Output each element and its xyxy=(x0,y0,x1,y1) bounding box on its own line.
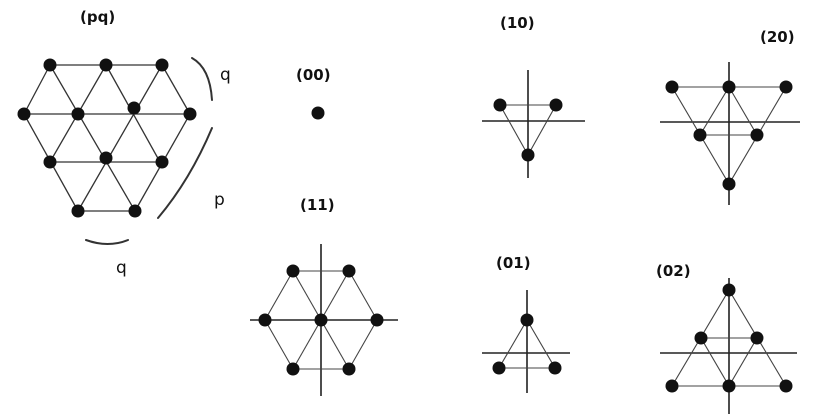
label-00: (00) xyxy=(296,66,331,84)
label-11: (11) xyxy=(300,196,335,214)
label-02: (02) xyxy=(656,262,691,280)
diagram-11 xyxy=(250,244,398,396)
side-p-label: p xyxy=(214,190,225,210)
diagram-20 xyxy=(660,62,800,205)
diagram-02 xyxy=(660,278,797,414)
pq-label: (pq) xyxy=(80,8,116,26)
weight-00 xyxy=(311,106,325,120)
label-20: (20) xyxy=(760,28,795,46)
diagram-01 xyxy=(482,290,570,393)
label-01: (01) xyxy=(496,254,531,272)
side-brackets xyxy=(85,57,213,245)
side-q-bottom-label: q xyxy=(116,258,127,278)
side-q-top-label: q xyxy=(220,65,231,85)
pq-weights xyxy=(17,58,197,218)
label-10: (10) xyxy=(500,14,535,32)
diagram-10 xyxy=(482,70,585,178)
pq-lattice xyxy=(23,64,191,212)
